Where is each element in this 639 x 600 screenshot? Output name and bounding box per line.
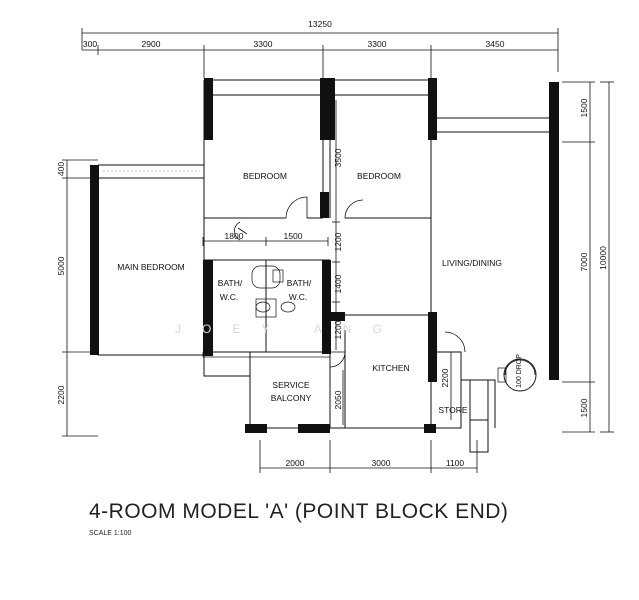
room-store: STORE <box>438 405 467 415</box>
room-labels: BEDROOM BEDROOM MAIN BEDROOM LIVING/DINI… <box>117 171 523 415</box>
dim-mid-3: 1400 <box>333 274 343 293</box>
bathtub-icon <box>251 265 281 289</box>
dim-bath-2: 1500 <box>284 231 303 241</box>
room-bath-wc-2: BATH/ <box>287 278 312 288</box>
watermark: JOEY ANG <box>175 322 403 336</box>
room-bath-wc-2-b: W.C. <box>289 292 307 302</box>
dim-top-5: 3450 <box>486 39 505 49</box>
toilet-icon <box>280 301 296 313</box>
dim-left-2: 5000 <box>56 256 66 275</box>
room-bath-wc-1-b: W.C. <box>220 292 238 302</box>
dim-left-3: 2200 <box>56 385 66 404</box>
room-service-balcony: SERVICE <box>272 380 309 390</box>
dim-bottom-3: 1100 <box>446 458 465 468</box>
dim-right-3: 1500 <box>579 398 589 417</box>
dim-top-2: 2900 <box>142 39 161 49</box>
dim-mid-4: 1200 <box>333 320 343 339</box>
dim-bottom-1: 2000 <box>286 458 305 468</box>
dim-kitchen-2: 2050 <box>333 390 343 409</box>
room-service-balcony-b: BALCONY <box>271 393 312 403</box>
window-frame <box>202 351 331 358</box>
structural-walls <box>90 78 559 433</box>
room-bedroom-1: BEDROOM <box>243 171 287 181</box>
dimension-labels: 13250 300 2900 3300 3300 3450 400 5000 2… <box>56 19 608 468</box>
toilet-icon <box>255 301 271 313</box>
plan-title: 4-ROOM MODEL 'A' (POINT BLOCK END) <box>89 500 509 523</box>
dim-kitchen-1: 2200 <box>440 368 450 387</box>
refuse-chute-label: 100 DROP <box>516 354 523 388</box>
dim-overall-width: 13250 <box>308 19 332 29</box>
dimension-lines <box>62 28 614 473</box>
dim-bottom-2: 3000 <box>372 458 391 468</box>
dim-mid-1: 3500 <box>333 148 343 167</box>
room-main-bedroom: MAIN BEDROOM <box>117 262 185 272</box>
plan-scale: SCALE 1:100 <box>89 530 132 537</box>
dim-right-2: 7000 <box>579 252 589 271</box>
dim-right-1: 1500 <box>579 98 589 117</box>
dim-left-1: 400 <box>56 162 66 176</box>
room-living-dining: LIVING/DINING <box>442 258 502 268</box>
room-kitchen: KITCHEN <box>372 363 409 373</box>
door-swings <box>234 196 536 376</box>
drop-box <box>497 367 507 383</box>
dim-top-3: 3300 <box>254 39 273 49</box>
dim-top-4: 3300 <box>368 39 387 49</box>
room-bath-wc-1: BATH/ <box>218 278 243 288</box>
sink-icon <box>255 298 277 318</box>
sink-icon <box>272 269 284 283</box>
dim-right-overall: 10000 <box>598 246 608 270</box>
bathroom-fixtures <box>202 265 507 383</box>
dim-mid-2: 1200 <box>333 232 343 251</box>
dim-bath-1: 1800 <box>225 231 244 241</box>
room-bedroom-2: BEDROOM <box>357 171 401 181</box>
dim-top-1: 300 <box>83 39 97 49</box>
